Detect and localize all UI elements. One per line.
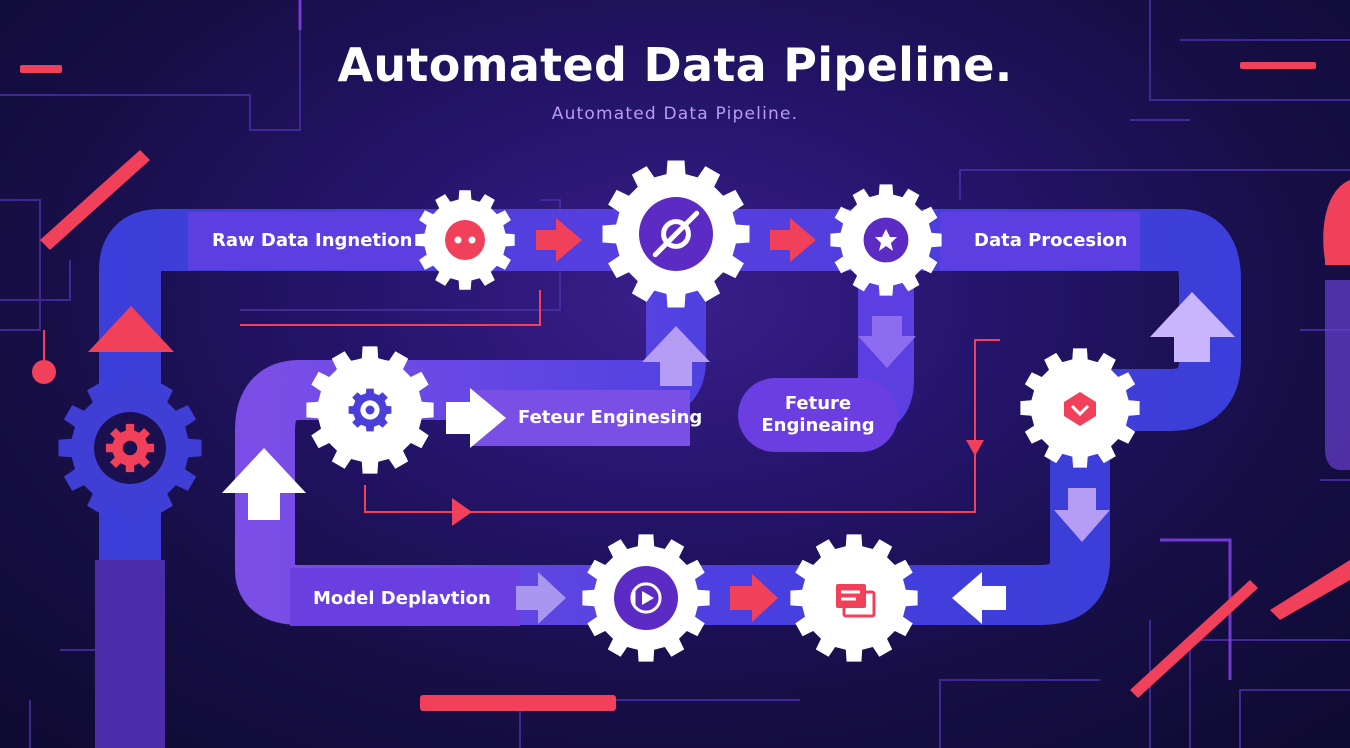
model-panel [290,568,520,626]
gear-processing [830,184,942,296]
raw-data-panel [188,212,428,270]
cog-icon [105,423,155,473]
stage-label-model-deployment: Model Deplavtion [313,588,491,609]
stage-label-feature-engineering: Feteur Enginesing [518,407,703,428]
pill-line-1: Feture [784,393,852,414]
arrow-up-red [88,306,174,352]
gear-deploy [582,534,710,662]
stage-label-raw-data: Raw Data Ingnetion [212,230,413,251]
arrow-up-white [222,448,306,520]
flow-arrow-red-down [966,440,984,456]
arrow-right-red-2 [770,218,816,262]
arrow-right-red-3 [730,574,778,622]
arrow-up-purple [642,326,710,386]
feature-engineering-pill: Feture Engineaing [738,378,898,452]
doc-icon [836,584,876,618]
page-subtitle: Automated Data Pipeline. [551,104,799,124]
target-icon [348,388,392,432]
red-accents [20,62,1350,711]
gear-raw-data [415,190,515,290]
dots-icon [445,220,485,260]
arrow-up-lavender [1150,292,1235,362]
gear-source [58,376,202,520]
page-title: Automated Data Pipeline. [337,38,1013,92]
hex-icon [1064,392,1096,426]
arrow-left-white [952,572,1006,624]
circuit-decoration-purple [298,0,1232,680]
stage-label-data-processing: Data Procesion [974,230,1128,251]
link-icon [652,210,700,258]
play-icon [630,582,662,614]
edge-shape-purple [1325,280,1350,470]
flow-arrow-red [452,498,472,526]
arrow-right-lavender [516,572,566,624]
track-upper [99,209,1241,748]
gear-feature [306,346,434,474]
gear-transform [602,160,750,308]
gear-validation [1020,348,1140,468]
feature-panel [470,390,690,446]
star-icon [863,217,909,263]
pill-line-2: Engineaing [761,415,875,436]
gear-monitor [790,534,918,662]
arrow-down-purple [858,316,916,368]
arrows [88,218,1235,624]
arrow-right-white [446,388,506,448]
arrow-right-red-1 [536,218,582,262]
arrow-down-lavender [1054,488,1110,542]
processing-panel [940,212,1140,270]
flow-lines [240,290,1000,513]
edge-shape-red [1323,180,1350,265]
